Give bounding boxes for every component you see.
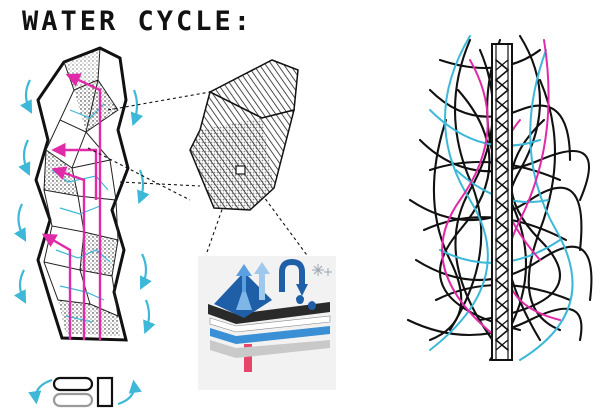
breathable-membrane-icon <box>208 258 331 372</box>
tower-cyan-arrows <box>13 79 156 335</box>
right-fiber-tangle <box>406 34 593 362</box>
membrane-inset <box>198 256 336 390</box>
page-title: WATER CYCLE: <box>22 6 254 37</box>
snowflake-icon <box>312 264 332 276</box>
zoomed-cell <box>189 59 299 211</box>
central-column <box>491 43 513 361</box>
tower-magenta-flows <box>41 73 102 340</box>
cell-shape-icon <box>235 165 246 175</box>
cyan-circular-arrows-icon <box>28 376 142 408</box>
black-fibers <box>406 34 593 362</box>
left-tower <box>13 46 156 342</box>
